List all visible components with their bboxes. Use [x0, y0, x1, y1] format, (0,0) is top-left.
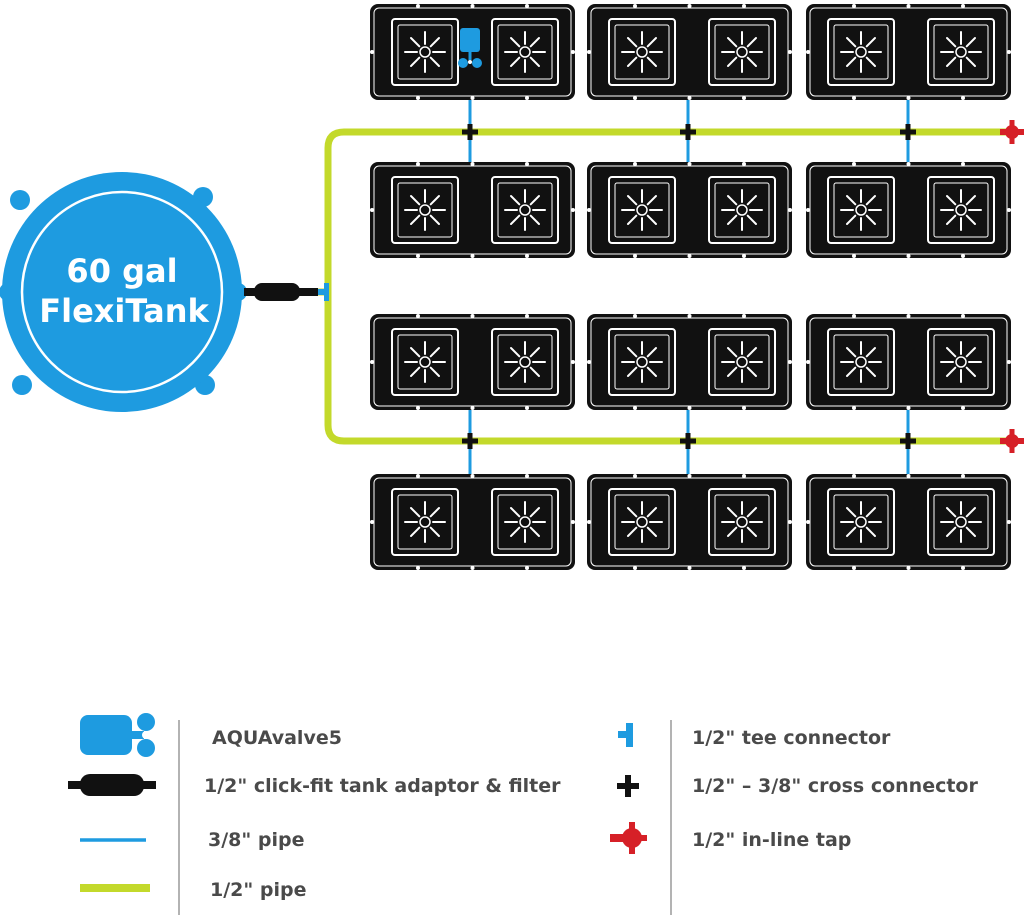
cross-connector-icon [462, 124, 478, 140]
supply-line-lower [324, 292, 1010, 445]
grow-tray [587, 162, 792, 258]
grow-tray [370, 474, 575, 570]
legend-label-tee-connector: 1/2" tee connector [692, 727, 891, 749]
legend-icons [68, 713, 647, 892]
cross-connector-icon [900, 124, 916, 140]
grow-tray [587, 314, 792, 410]
grow-tray [587, 4, 792, 100]
legend-label-pipe-3-8: 3/8" pipe [208, 829, 305, 851]
tank-label-line1: 60 gal [66, 252, 177, 290]
inline-tap-icon [1000, 429, 1024, 453]
legend-label-inline-tap: 1/2" in-line tap [692, 829, 852, 851]
grow-tray [806, 4, 1011, 100]
grow-tray [370, 162, 575, 258]
legend-label-pipe-1-2: 1/2" pipe [210, 879, 307, 901]
tee-connector-icon [618, 723, 633, 747]
flexitank: 60 gal FlexiTank [0, 172, 247, 412]
tank-adaptor-filter-icon [244, 283, 318, 301]
tank-adaptor-filter-icon [68, 774, 156, 796]
grow-tray [587, 474, 792, 570]
legend-label-cross-connector: 1/2" – 3/8" cross connector [692, 775, 978, 797]
grow-tray [806, 474, 1011, 570]
grow-tray [370, 314, 575, 410]
aquavalve-icon [80, 713, 155, 757]
legend-label-tank-adaptor: 1/2" click-fit tank adaptor & filter [204, 775, 561, 797]
tee-connector-icon [318, 283, 329, 301]
tray-grid [370, 4, 1011, 570]
legend-label-aquavalve: AQUAvalve5 [212, 727, 342, 749]
inline-tap-icon [610, 822, 647, 854]
grow-tray [806, 314, 1011, 410]
cross-connector-icon [617, 775, 639, 797]
cross-connector-icon [680, 124, 696, 140]
grow-tray [806, 162, 1011, 258]
inline-tap-icon [1000, 120, 1024, 144]
cross-connectors [462, 124, 916, 449]
cross-connector-icon [900, 433, 916, 449]
tank-label-line2: FlexiTank [39, 292, 209, 330]
cross-connector-icon [462, 433, 478, 449]
supply-line-upper [324, 128, 1010, 292]
aquavalve-icon [458, 28, 482, 68]
cross-connector-icon [680, 433, 696, 449]
